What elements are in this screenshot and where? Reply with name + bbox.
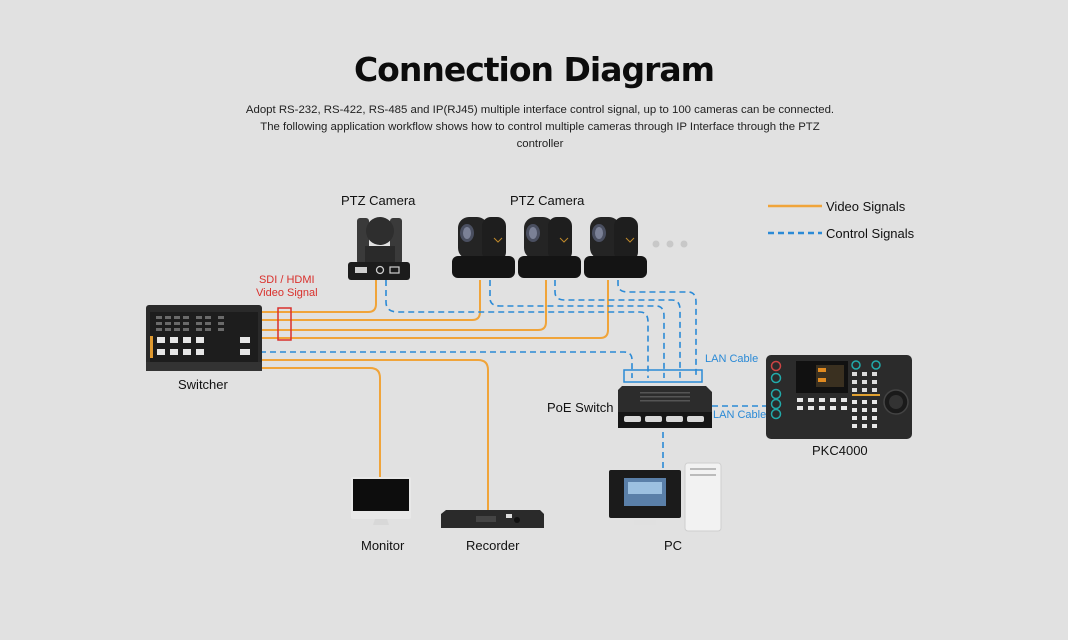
lan-cable-label-top: LAN Cable — [705, 353, 759, 365]
recorder-label: Recorder — [466, 538, 520, 553]
video-line-camera-3 — [260, 280, 547, 331]
control-line-camera-2 — [489, 280, 665, 378]
poe-switch-label: PoE Switch — [547, 400, 614, 415]
monitor-label: Monitor — [361, 538, 405, 553]
video-line-recorder — [260, 359, 489, 510]
ptz-camera-group-label: PTZ Camera — [510, 193, 585, 208]
control-line-camera-4 — [617, 280, 697, 378]
video-bundle-annotation-line2: Video Signal — [256, 287, 318, 299]
recorder-device — [441, 510, 544, 528]
poe-switch-device — [618, 386, 712, 428]
switcher-label: Switcher — [178, 377, 228, 392]
ptz-camera-single — [348, 217, 410, 280]
video-bundle-annotation: SDI / HDMI Video Signal — [256, 274, 318, 300]
pkc4000-device — [766, 355, 912, 439]
ptz-camera-2 — [452, 217, 515, 278]
control-line-camera-3 — [554, 280, 681, 378]
page-title: Connection Diagram — [353, 50, 715, 89]
pkc4000-label: PKC4000 — [812, 443, 868, 458]
switcher-device — [146, 305, 262, 371]
video-line-camera-4 — [260, 280, 609, 339]
page-subtitle: Adopt RS-232, RS-422, RS-485 and IP(RJ45… — [245, 104, 835, 150]
control-signal-lines — [260, 280, 766, 468]
ptz-camera-3 — [518, 217, 581, 278]
ptz-camera-4 — [584, 217, 647, 278]
video-line-camera-1 — [260, 280, 377, 313]
pc-device — [609, 462, 722, 532]
control-line-camera-1 — [385, 280, 649, 378]
video-bundle-marker — [277, 307, 292, 341]
video-bundle-annotation-line1: SDI / HDMI — [258, 274, 315, 286]
ptz-camera-group — [452, 217, 688, 278]
video-line-monitor — [260, 367, 381, 478]
pc-label: PC — [664, 538, 683, 553]
more-cameras-indicator — [652, 240, 688, 248]
ptz-camera-single-label: PTZ Camera — [341, 193, 416, 208]
legend-control-label: Control Signals — [826, 226, 915, 241]
lan-bundle-marker — [623, 369, 703, 383]
video-signal-lines — [260, 280, 609, 510]
monitor-device — [351, 477, 411, 525]
legend-video-label: Video Signals — [826, 199, 906, 214]
lan-cable-label-right: LAN Cable — [713, 409, 767, 421]
control-line-switcher — [260, 351, 633, 378]
